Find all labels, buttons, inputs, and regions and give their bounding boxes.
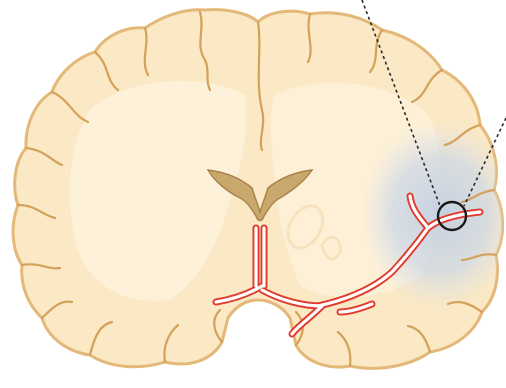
brain-diagram <box>0 0 506 388</box>
